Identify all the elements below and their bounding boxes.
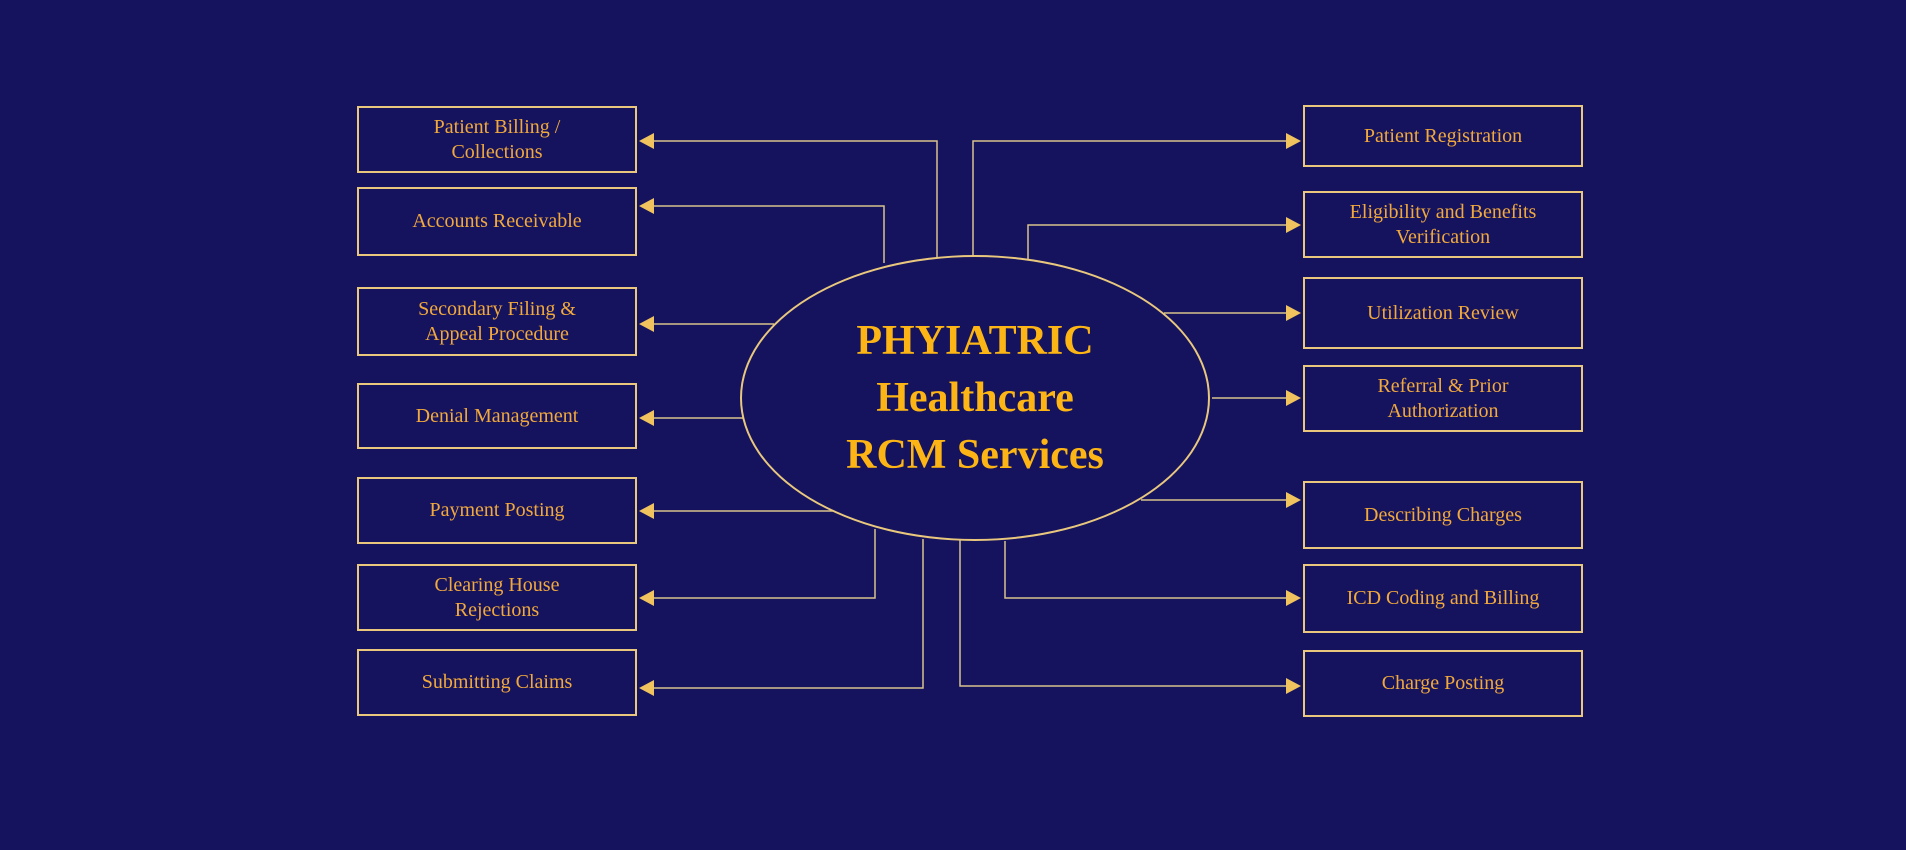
arrowhead-icd-coding-icon bbox=[1286, 590, 1301, 606]
connector-eligibility-verification bbox=[1027, 224, 1287, 260]
arrowhead-eligibility-verification-icon bbox=[1286, 217, 1301, 233]
arrowhead-referral-authorization-icon bbox=[1286, 390, 1301, 406]
connector-clearing-house bbox=[653, 529, 876, 599]
center-ellipse: PHYIATRIC Healthcare RCM Services bbox=[740, 255, 1210, 541]
node-icd-coding-billing: ICD Coding and Billing bbox=[1303, 564, 1583, 633]
node-submitting-claims: Submitting Claims bbox=[357, 649, 637, 716]
arrowhead-payment-posting-icon bbox=[639, 503, 654, 519]
arrowhead-utilization-review-icon bbox=[1286, 305, 1301, 321]
node-utilization-review: Utilization Review bbox=[1303, 277, 1583, 349]
node-clearing-house-rejections: Clearing House Rejections bbox=[357, 564, 637, 631]
arrowhead-patient-registration-icon bbox=[1286, 133, 1301, 149]
node-secondary-filing-appeal: Secondary Filing & Appeal Procedure bbox=[357, 287, 637, 356]
node-payment-posting: Payment Posting bbox=[357, 477, 637, 544]
connector-patient-registration bbox=[972, 140, 1287, 257]
connector-charge-posting bbox=[959, 540, 1287, 687]
arrowhead-accounts-receivable-icon bbox=[639, 198, 654, 214]
arrowhead-denial-management-icon bbox=[639, 410, 654, 426]
node-referral-prior-authorization: Referral & Prior Authorization bbox=[1303, 365, 1583, 432]
connector-patient-billing bbox=[653, 140, 938, 257]
arrowhead-describing-charges-icon bbox=[1286, 492, 1301, 508]
arrowhead-clearing-house-icon bbox=[639, 590, 654, 606]
node-denial-management: Denial Management bbox=[357, 383, 637, 449]
center-title: PHYIATRIC Healthcare RCM Services bbox=[846, 317, 1104, 478]
node-patient-billing-collections: Patient Billing / Collections bbox=[357, 106, 637, 173]
node-accounts-receivable: Accounts Receivable bbox=[357, 187, 637, 256]
node-eligibility-benefits-verification: Eligibility and Benefits Verification bbox=[1303, 191, 1583, 258]
node-patient-registration: Patient Registration bbox=[1303, 105, 1583, 167]
arrowhead-submitting-claims-icon bbox=[639, 680, 654, 696]
arrowhead-charge-posting-icon bbox=[1286, 678, 1301, 694]
connector-icd-coding bbox=[1004, 541, 1287, 599]
node-describing-charges: Describing Charges bbox=[1303, 481, 1583, 549]
connector-submitting-claims bbox=[653, 539, 924, 689]
arrowhead-patient-billing-icon bbox=[639, 133, 654, 149]
connector-accounts-receivable bbox=[653, 205, 885, 263]
node-charge-posting: Charge Posting bbox=[1303, 650, 1583, 717]
arrowhead-secondary-filing-icon bbox=[639, 316, 654, 332]
